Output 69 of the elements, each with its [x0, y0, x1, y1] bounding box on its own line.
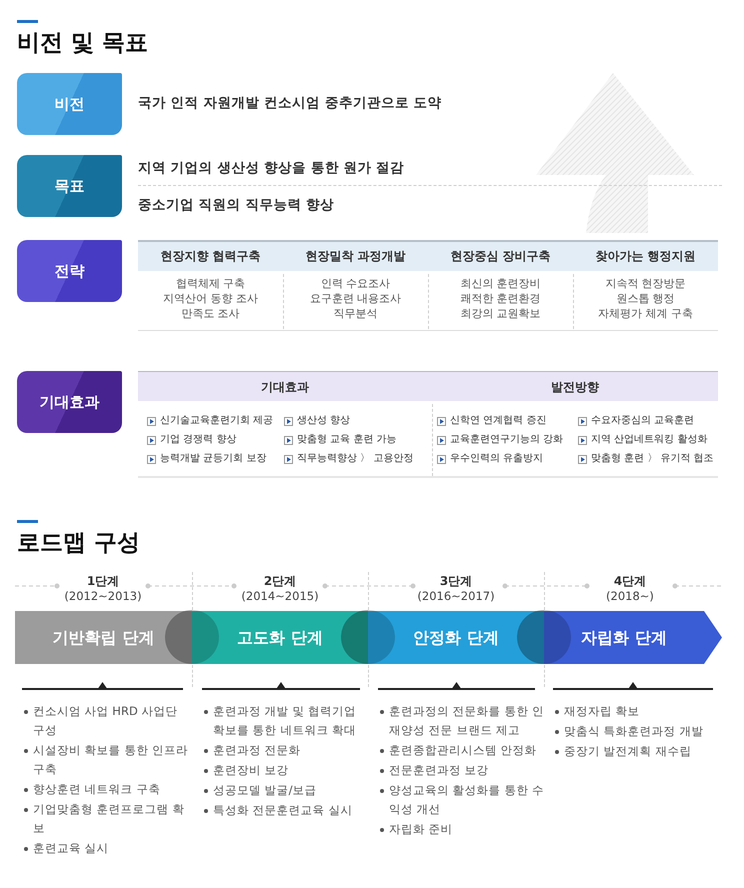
table-cell-text: 쾌적한 훈련환경 [459, 291, 542, 306]
list-item-text: 향상훈련 네트워크 구축 [33, 781, 162, 798]
section-heading: 비전 및 목표 [17, 29, 148, 58]
list-item-text: 시설장비 확보를 통한 인프라 구축 [33, 742, 189, 778]
list-item-text: 훈련과정 전문화 [213, 742, 302, 759]
list-item-text: 훈련과정 개발 및 협력기업 확보를 통한 네트워크 확대 [213, 703, 357, 739]
list-item-text: 맞춤형 훈련 〉 유기적 협조 [591, 452, 714, 466]
table-cell-text: 인력 수요조사 [320, 276, 392, 291]
table-cell-text: 원스톱 행정 [615, 291, 676, 306]
table-header-text: 발전방향 [550, 379, 600, 395]
stage-number: 4단계 [612, 574, 648, 589]
list-item-text: 수요자중심의 교육훈련 [591, 414, 694, 428]
list-item-text: 지역 산업네트워킹 활성화 [591, 433, 708, 447]
category-tab: 비전 [17, 73, 122, 135]
table-cell-text: 최신의 훈련장비 [459, 276, 542, 291]
section-heading: 로드맵 구성 [17, 529, 140, 558]
list-item-text: 기업 경쟁력 향상 [160, 433, 236, 447]
table-cell-text: 직무분석 [332, 306, 378, 321]
list-item-text: 생산성 향상 [297, 414, 350, 428]
table-header-text: 현장중심 장비구축 [449, 248, 552, 264]
stage-period: (2016~2017) [416, 589, 496, 604]
statement-text: 국가 인적 자원개발 컨소시엄 중추기관으로 도약 [138, 94, 442, 112]
table-cell-text: 최강의 교원확보 [459, 306, 542, 321]
list-item-text: 중장기 발전계획 재수립 [564, 743, 692, 760]
category-tab: 목표 [17, 155, 122, 217]
list-item-text: 신학연 연계협력 증진 [450, 414, 546, 428]
list-item-text: 특성화 전문훈련교육 실시 [213, 802, 354, 819]
table-header-text: 현장지향 협력구축 [159, 248, 262, 264]
list-item-text: 컨소시엄 사업 HRD 사업단 구성 [33, 703, 178, 739]
list-item-text: 성공모델 발굴/보급 [213, 782, 318, 799]
list-item-text: 재정자립 확보 [564, 703, 641, 720]
statement-text: 지역 기업의 생산성 향상을 통한 원가 절감 [138, 159, 404, 177]
statement-text: 중소기업 직원의 직무능력 향상 [138, 196, 334, 214]
category-tab: 기대효과 [17, 371, 122, 433]
stage-period: (2012~2013) [63, 589, 143, 604]
list-item-text: 훈련교육 실시 [33, 840, 110, 857]
table-cell-text: 협력체제 구축 [174, 276, 246, 291]
stage-segment: 고도화 단계 [192, 611, 368, 664]
list-item-text: 전문훈련과정 보강 [389, 762, 490, 779]
list-item-text: 양성교육의 활성화를 통한 수익성 개선 [389, 782, 545, 818]
list-item-text: 직무능력향상 〉 고용안정 [297, 452, 414, 466]
table-header-text: 찾아가는 행정지원 [594, 248, 697, 264]
table-header-text: 기대효과 [260, 379, 310, 395]
list-item-text: 맞춤식 특화훈련과정 개발 [564, 723, 704, 740]
stage-segment: 자립화 단계 [544, 611, 722, 664]
list-item-text: 교육훈련연구기능의 강화 [450, 433, 564, 447]
list-item-text: 맞춤형 교육 훈련 가능 [297, 433, 397, 447]
list-item-text: 신기술교육훈련기회 제공 [160, 414, 274, 428]
list-item-text: 자립화 준비 [389, 821, 454, 838]
list-item-text: 우수인력의 유출방지 [450, 452, 544, 466]
category-tab: 전략 [17, 240, 122, 302]
stage-period: (2014~2015) [240, 589, 320, 604]
table-cell-text: 자체평가 체계 구축 [597, 306, 694, 321]
table-cell-text: 만족도 조사 [180, 306, 241, 321]
stage-period: (2018~) [605, 589, 655, 604]
list-item-text: 훈련종합관리시스템 안정화 [389, 742, 538, 759]
list-item-text: 훈련장비 보강 [213, 762, 290, 779]
list-item-text: 기업맞춤형 훈련프로그램 확보 [33, 801, 186, 837]
stage-segment: 기반확립 단계 [15, 611, 192, 664]
table-cell-text: 지역산어 동향 조사 [162, 291, 259, 306]
stage-number: 2단계 [262, 574, 298, 589]
table-cell-text: 지속적 현장방문 [604, 276, 687, 291]
table-cell-text: 요구훈련 내용조사 [308, 291, 402, 306]
stage-number: 3단계 [438, 574, 474, 589]
stage-number: 1단계 [86, 574, 120, 589]
list-item-text: 훈련과정의 전문화를 통한 인재양성 전문 브랜드 제고 [389, 703, 545, 739]
list-item-text: 능력개발 균등기회 보장 [160, 452, 266, 466]
stage-segment: 안정화 단계 [368, 611, 544, 664]
table-header-text: 현장밀착 과정개발 [304, 248, 407, 264]
